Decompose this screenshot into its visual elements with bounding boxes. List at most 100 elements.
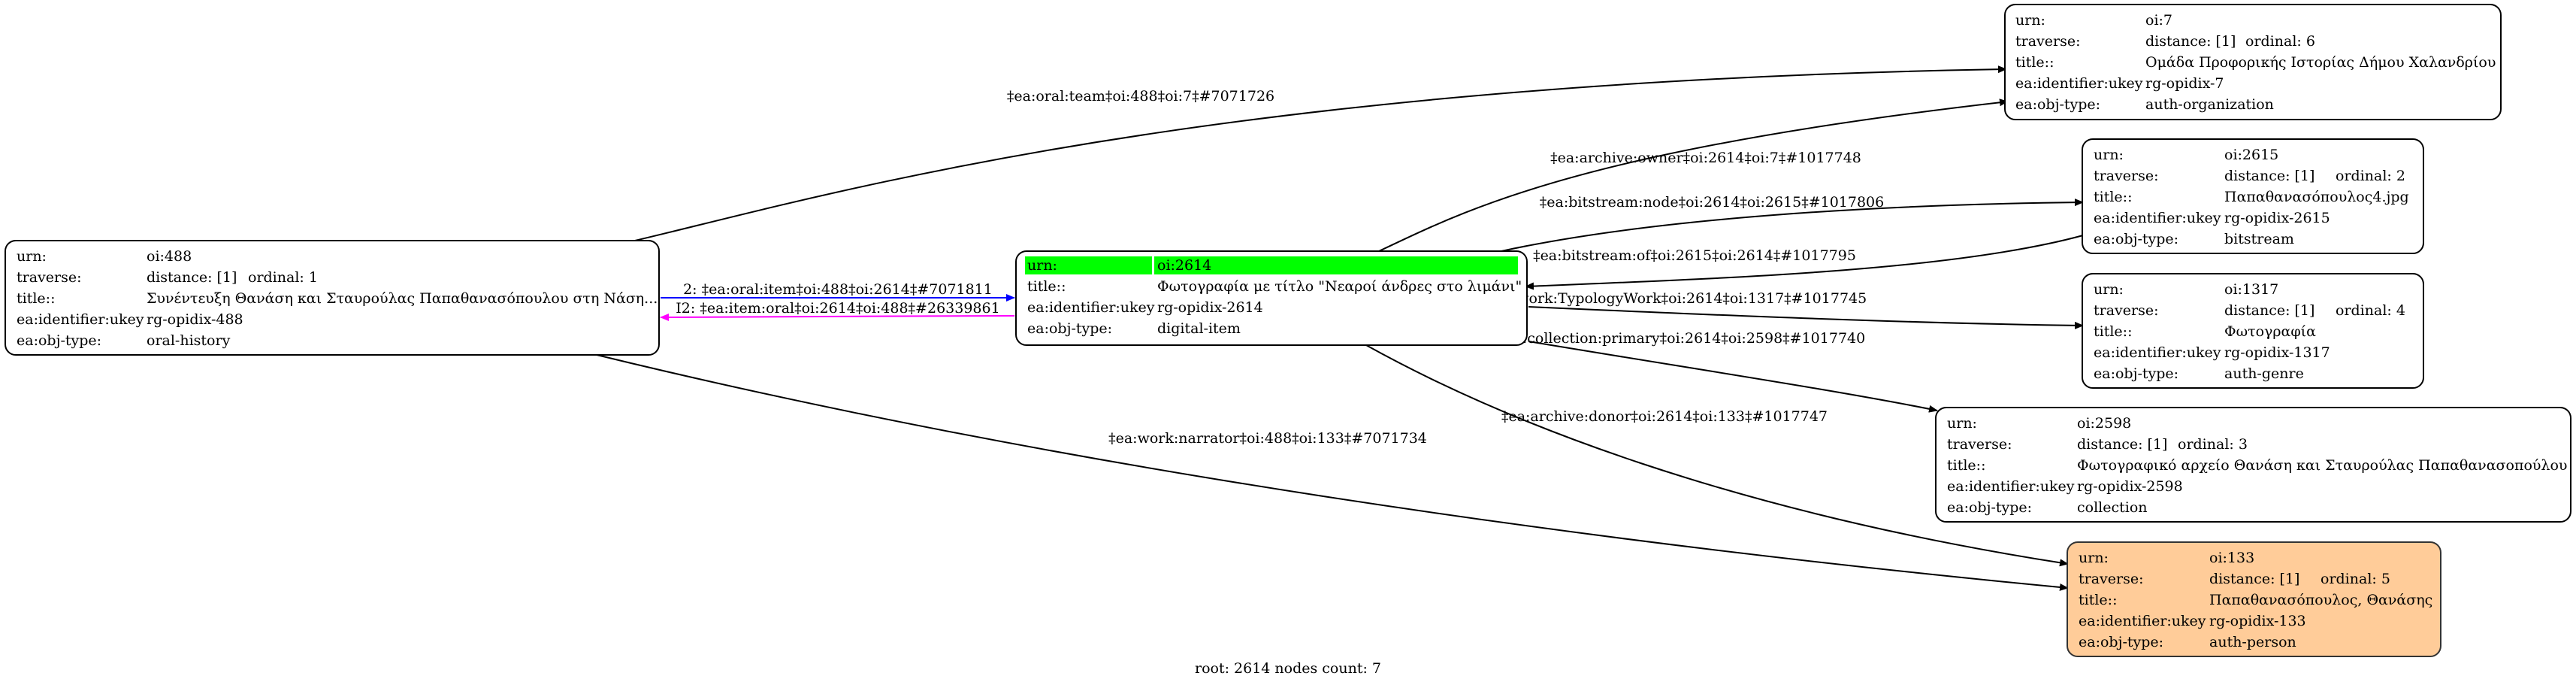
node-value: Συνέντευξη Θανάση και Σταυρούλας Παπαθαν… bbox=[147, 290, 658, 307]
node-oi-2598[interactable]: urn: oi:2598 traverse: distance: [1] ord… bbox=[1935, 407, 2571, 523]
node-key: ea:obj-type: bbox=[2094, 231, 2178, 247]
node-key: traverse: bbox=[2094, 302, 2159, 319]
node-key: title:: bbox=[2079, 592, 2117, 608]
edge-label: ‡ea:archive:donor‡oi:2614‡oi:133‡#101774… bbox=[1501, 408, 1828, 425]
node-value: rg-opidix-1317 bbox=[2224, 344, 2330, 361]
node-value: Φωτογραφία με τίτλο "Νεαροί άνδρες στο λ… bbox=[1157, 278, 1522, 295]
node-extra: ordinal: 4 bbox=[2336, 302, 2405, 319]
node-extra: ordinal: 3 bbox=[2178, 436, 2248, 453]
node-extra: ordinal: 6 bbox=[2245, 33, 2315, 50]
node-extra: ordinal: 5 bbox=[2321, 571, 2390, 587]
node-value: oral-history bbox=[147, 332, 231, 349]
node-key: ea:obj-type: bbox=[1027, 320, 1112, 337]
node-key: title:: bbox=[1947, 457, 1985, 474]
node-value: Φωτογραφία bbox=[2224, 323, 2316, 340]
edge-collection-primary[interactable]: ‡ea:collection:primary‡oi:2614‡oi:2598‡#… bbox=[1498, 330, 1938, 413]
node-value: oi:2614 bbox=[1157, 257, 1211, 274]
node-value: rg-opidix-2614 bbox=[1157, 299, 1263, 316]
node-value: rg-opidix-488 bbox=[147, 311, 243, 328]
node-key: title:: bbox=[2015, 54, 2054, 71]
node-value: bitstream bbox=[2224, 231, 2294, 247]
node-value: digital-item bbox=[1157, 320, 1241, 337]
node-key: ea:identifier:ukey bbox=[2094, 344, 2221, 361]
node-value: oi:7 bbox=[2145, 12, 2172, 29]
node-oi-488[interactable]: urn: oi:488 traverse: distance: [1] ordi… bbox=[5, 240, 660, 356]
node-value: distance: [1] bbox=[147, 269, 237, 286]
node-oi-7[interactable]: urn: oi:7 traverse: distance: [1] ordina… bbox=[2004, 4, 2502, 120]
edge-oral-item[interactable]: 2: ‡ea:oral:item‡oi:488‡oi:2614‡#7071811 bbox=[661, 281, 1015, 302]
node-key: ea:identifier:ukey bbox=[1947, 478, 2075, 495]
node-value: oi:1317 bbox=[2224, 281, 2278, 298]
edge-label: ‡ea:work:narrator‡oi:488‡oi:133‡#7071734 bbox=[1108, 430, 1427, 447]
node-key: ea:obj-type: bbox=[17, 332, 101, 349]
edge-typology-work[interactable]: ‡ea:work:TypologyWork‡oi:2614‡oi:1317‡#1… bbox=[1488, 290, 2084, 329]
edge-label: 2: ‡ea:oral:item‡oi:488‡oi:2614‡#7071811 bbox=[683, 281, 993, 298]
node-key: ea:identifier:ukey bbox=[2094, 210, 2221, 226]
node-extra: ordinal: 2 bbox=[2336, 168, 2405, 184]
node-key: urn: bbox=[17, 248, 47, 265]
node-value: distance: [1] bbox=[2224, 168, 2314, 184]
node-value: oi:2598 bbox=[2077, 415, 2131, 432]
root-highlight bbox=[1025, 256, 1152, 274]
node-key: traverse: bbox=[17, 269, 82, 286]
node-value: distance: [1] bbox=[2145, 33, 2236, 50]
node-value: rg-opidix-2598 bbox=[2077, 478, 2183, 495]
node-key: ea:identifier:ukey bbox=[2079, 613, 2206, 629]
edge-item-oral[interactable]: I2: ‡ea:item:oral‡oi:2614‡oi:488‡#263398… bbox=[660, 300, 1015, 321]
node-value: collection bbox=[2077, 499, 2148, 516]
node-value: rg-opidix-2615 bbox=[2224, 210, 2330, 226]
node-key: urn: bbox=[2094, 147, 2124, 163]
root-highlight bbox=[1154, 256, 1518, 274]
edge-label: ‡ea:bitstream:node‡oi:2614‡oi:2615‡#1017… bbox=[1540, 194, 1884, 211]
node-value: rg-opidix-133 bbox=[2209, 613, 2306, 629]
node-value: Παπαθανασόπουλος4.jpg bbox=[2224, 189, 2409, 205]
node-value: Παπαθανασόπουλος, Θανάσης bbox=[2209, 592, 2432, 608]
node-key: urn: bbox=[2079, 550, 2109, 566]
edge-work-narrator[interactable]: ‡ea:work:narrator‡oi:488‡oi:133‡#7071734 bbox=[593, 353, 2069, 591]
node-value: oi:133 bbox=[2209, 550, 2254, 566]
edge-archive-owner[interactable]: ‡ea:archive:owner‡oi:2614‡oi:7‡#1017748 bbox=[1378, 99, 2009, 252]
node-key: ea:identifier:ukey bbox=[1027, 299, 1155, 316]
node-key: traverse: bbox=[1947, 436, 2012, 453]
node-value: distance: [1] bbox=[2209, 571, 2299, 587]
node-oi-133[interactable]: urn: oi:133 traverse: distance: [1] ordi… bbox=[2067, 541, 2441, 657]
node-value: auth-organization bbox=[2145, 96, 2274, 113]
node-key: traverse: bbox=[2079, 571, 2144, 587]
edge-label: ‡ea:archive:owner‡oi:2614‡oi:7‡#1017748 bbox=[1550, 150, 1861, 166]
node-key: ea:obj-type: bbox=[1947, 499, 2032, 516]
node-value: auth-person bbox=[2209, 634, 2296, 650]
node-oi-2614-root[interactable]: urn: oi:2614 title:: Φωτογραφία με τίτλο… bbox=[1015, 250, 1528, 346]
edge-bitstream-node[interactable]: ‡ea:bitstream:node‡oi:2614‡oi:2615‡#1017… bbox=[1501, 194, 2084, 252]
node-key: traverse: bbox=[2094, 168, 2159, 184]
node-key: urn: bbox=[2094, 281, 2124, 298]
edge-label: ‡ea:work:TypologyWork‡oi:2614‡oi:1317‡#1… bbox=[1488, 290, 1867, 307]
node-value: rg-opidix-7 bbox=[2145, 75, 2224, 92]
node-key: ea:obj-type: bbox=[2079, 634, 2163, 650]
graph-footer: root: 2614 nodes count: 7 bbox=[1195, 660, 1381, 677]
node-oi-2615[interactable]: urn: oi:2615 traverse: distance: [1] ord… bbox=[2082, 138, 2424, 254]
node-key: ea:obj-type: bbox=[2094, 365, 2178, 382]
node-value: oi:2615 bbox=[2224, 147, 2278, 163]
edge-label: ‡ea:oral:team‡oi:488‡oi:7‡#7071726 bbox=[1007, 88, 1274, 105]
node-extra: ordinal: 1 bbox=[248, 269, 318, 286]
edge-archive-donor[interactable]: ‡ea:archive:donor‡oi:2614‡oi:133‡#101774… bbox=[1365, 344, 2069, 567]
node-key: urn: bbox=[2015, 12, 2045, 29]
node-value: oi:488 bbox=[147, 248, 192, 265]
node-key: urn: bbox=[1947, 415, 1977, 432]
node-key: title:: bbox=[17, 290, 55, 307]
node-key: ea:obj-type: bbox=[2015, 96, 2100, 113]
node-key: title:: bbox=[2094, 323, 2132, 340]
node-value: Φωτογραφικό αρχείο Θανάση και Σταυρούλας… bbox=[2077, 457, 2567, 474]
node-key: title:: bbox=[1027, 278, 1066, 295]
node-value: distance: [1] bbox=[2077, 436, 2167, 453]
node-key: urn: bbox=[1027, 257, 1057, 274]
edge-label: ‡ea:bitstream:of‡oi:2615‡oi:2614‡#101779… bbox=[1533, 247, 1856, 264]
edge-label: ‡ea:collection:primary‡oi:2614‡oi:2598‡#… bbox=[1498, 330, 1865, 347]
node-key: ea:identifier:ukey bbox=[2015, 75, 2143, 92]
node-oi-1317[interactable]: urn: oi:1317 traverse: distance: [1] ord… bbox=[2082, 273, 2424, 389]
edge-oral-team[interactable]: ‡ea:oral:team‡oi:488‡oi:7‡#7071726 bbox=[634, 65, 2007, 241]
edge-label: I2: ‡ea:item:oral‡oi:2614‡oi:488‡#263398… bbox=[676, 300, 999, 317]
node-value: auth-genre bbox=[2224, 365, 2304, 382]
edge-bitstream-of[interactable]: ‡ea:bitstream:of‡oi:2615‡oi:2614‡#101779… bbox=[1525, 235, 2084, 290]
